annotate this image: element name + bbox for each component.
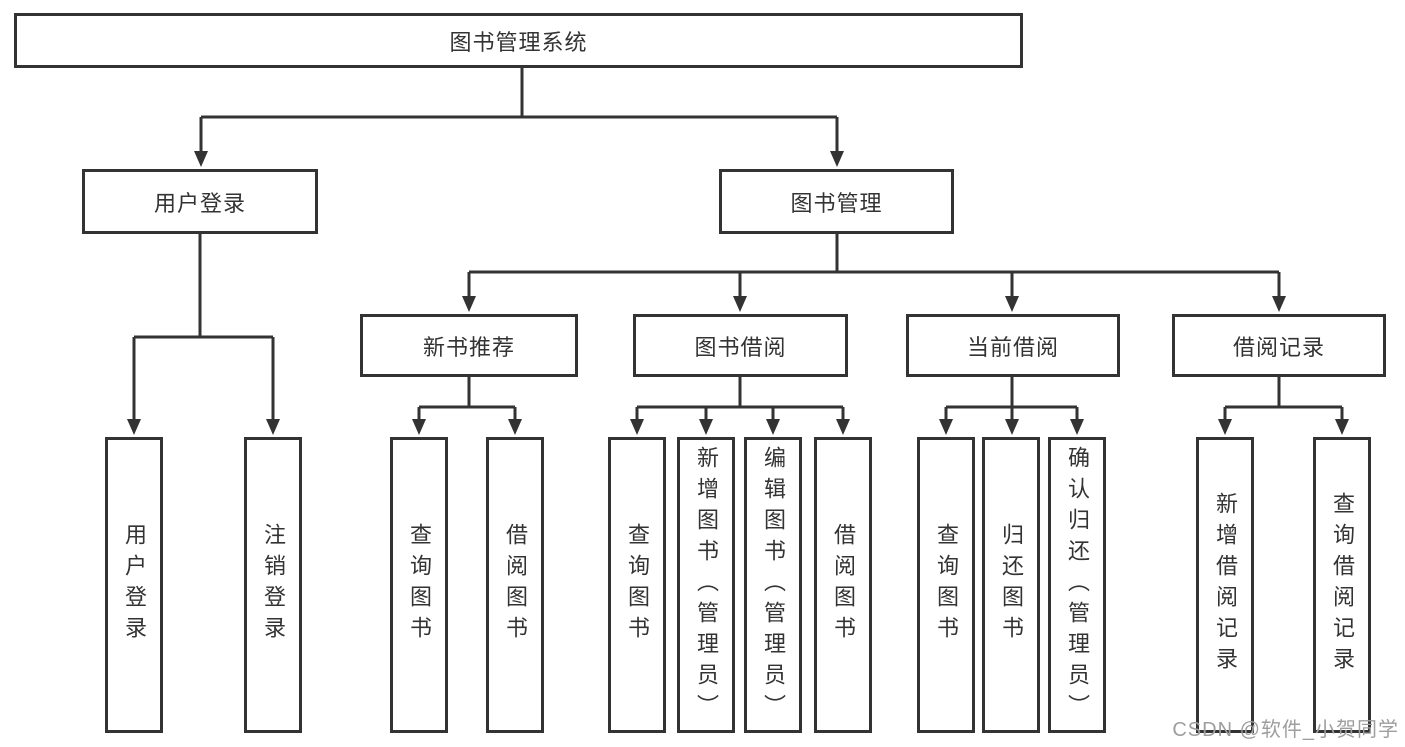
node-borrow-records: 借阅记录: [1172, 314, 1386, 377]
leaf-confirm-return-admin: 确认归还（管理员）: [1048, 437, 1106, 733]
leaf-add-book-admin: 新增图书（管理员）: [677, 437, 735, 733]
node-book-borrow: 图书借阅: [633, 314, 848, 377]
node-book-management-module: 图书管理: [719, 169, 954, 234]
leaf-add-borrow-record: 新增借阅记录: [1196, 437, 1254, 733]
leaf-edit-book-admin: 编辑图书（管理员）: [744, 437, 802, 733]
node-root-system: 图书管理系统: [14, 13, 1023, 68]
leaf-borrow-book-2: 借阅图书: [814, 437, 872, 733]
leaf-borrow-book-1: 借阅图书: [486, 437, 544, 733]
leaf-logout: 注销登录: [244, 437, 302, 733]
node-user-login-module: 用户登录: [82, 169, 318, 234]
leaf-query-book-1: 查询图书: [390, 437, 448, 733]
leaf-query-book-2: 查询图书: [608, 437, 666, 733]
node-current-borrow: 当前借阅: [906, 314, 1120, 377]
leaf-user-login: 用户登录: [105, 437, 163, 733]
csdn-watermark: CSDN @软件_小贺同学: [1172, 719, 1399, 741]
leaf-query-borrow-record: 查询借阅记录: [1313, 437, 1371, 733]
leaf-return-book: 归还图书: [982, 437, 1040, 733]
leaf-query-book-3: 查询图书: [917, 437, 975, 733]
node-new-book-recommend: 新书推荐: [360, 314, 578, 377]
